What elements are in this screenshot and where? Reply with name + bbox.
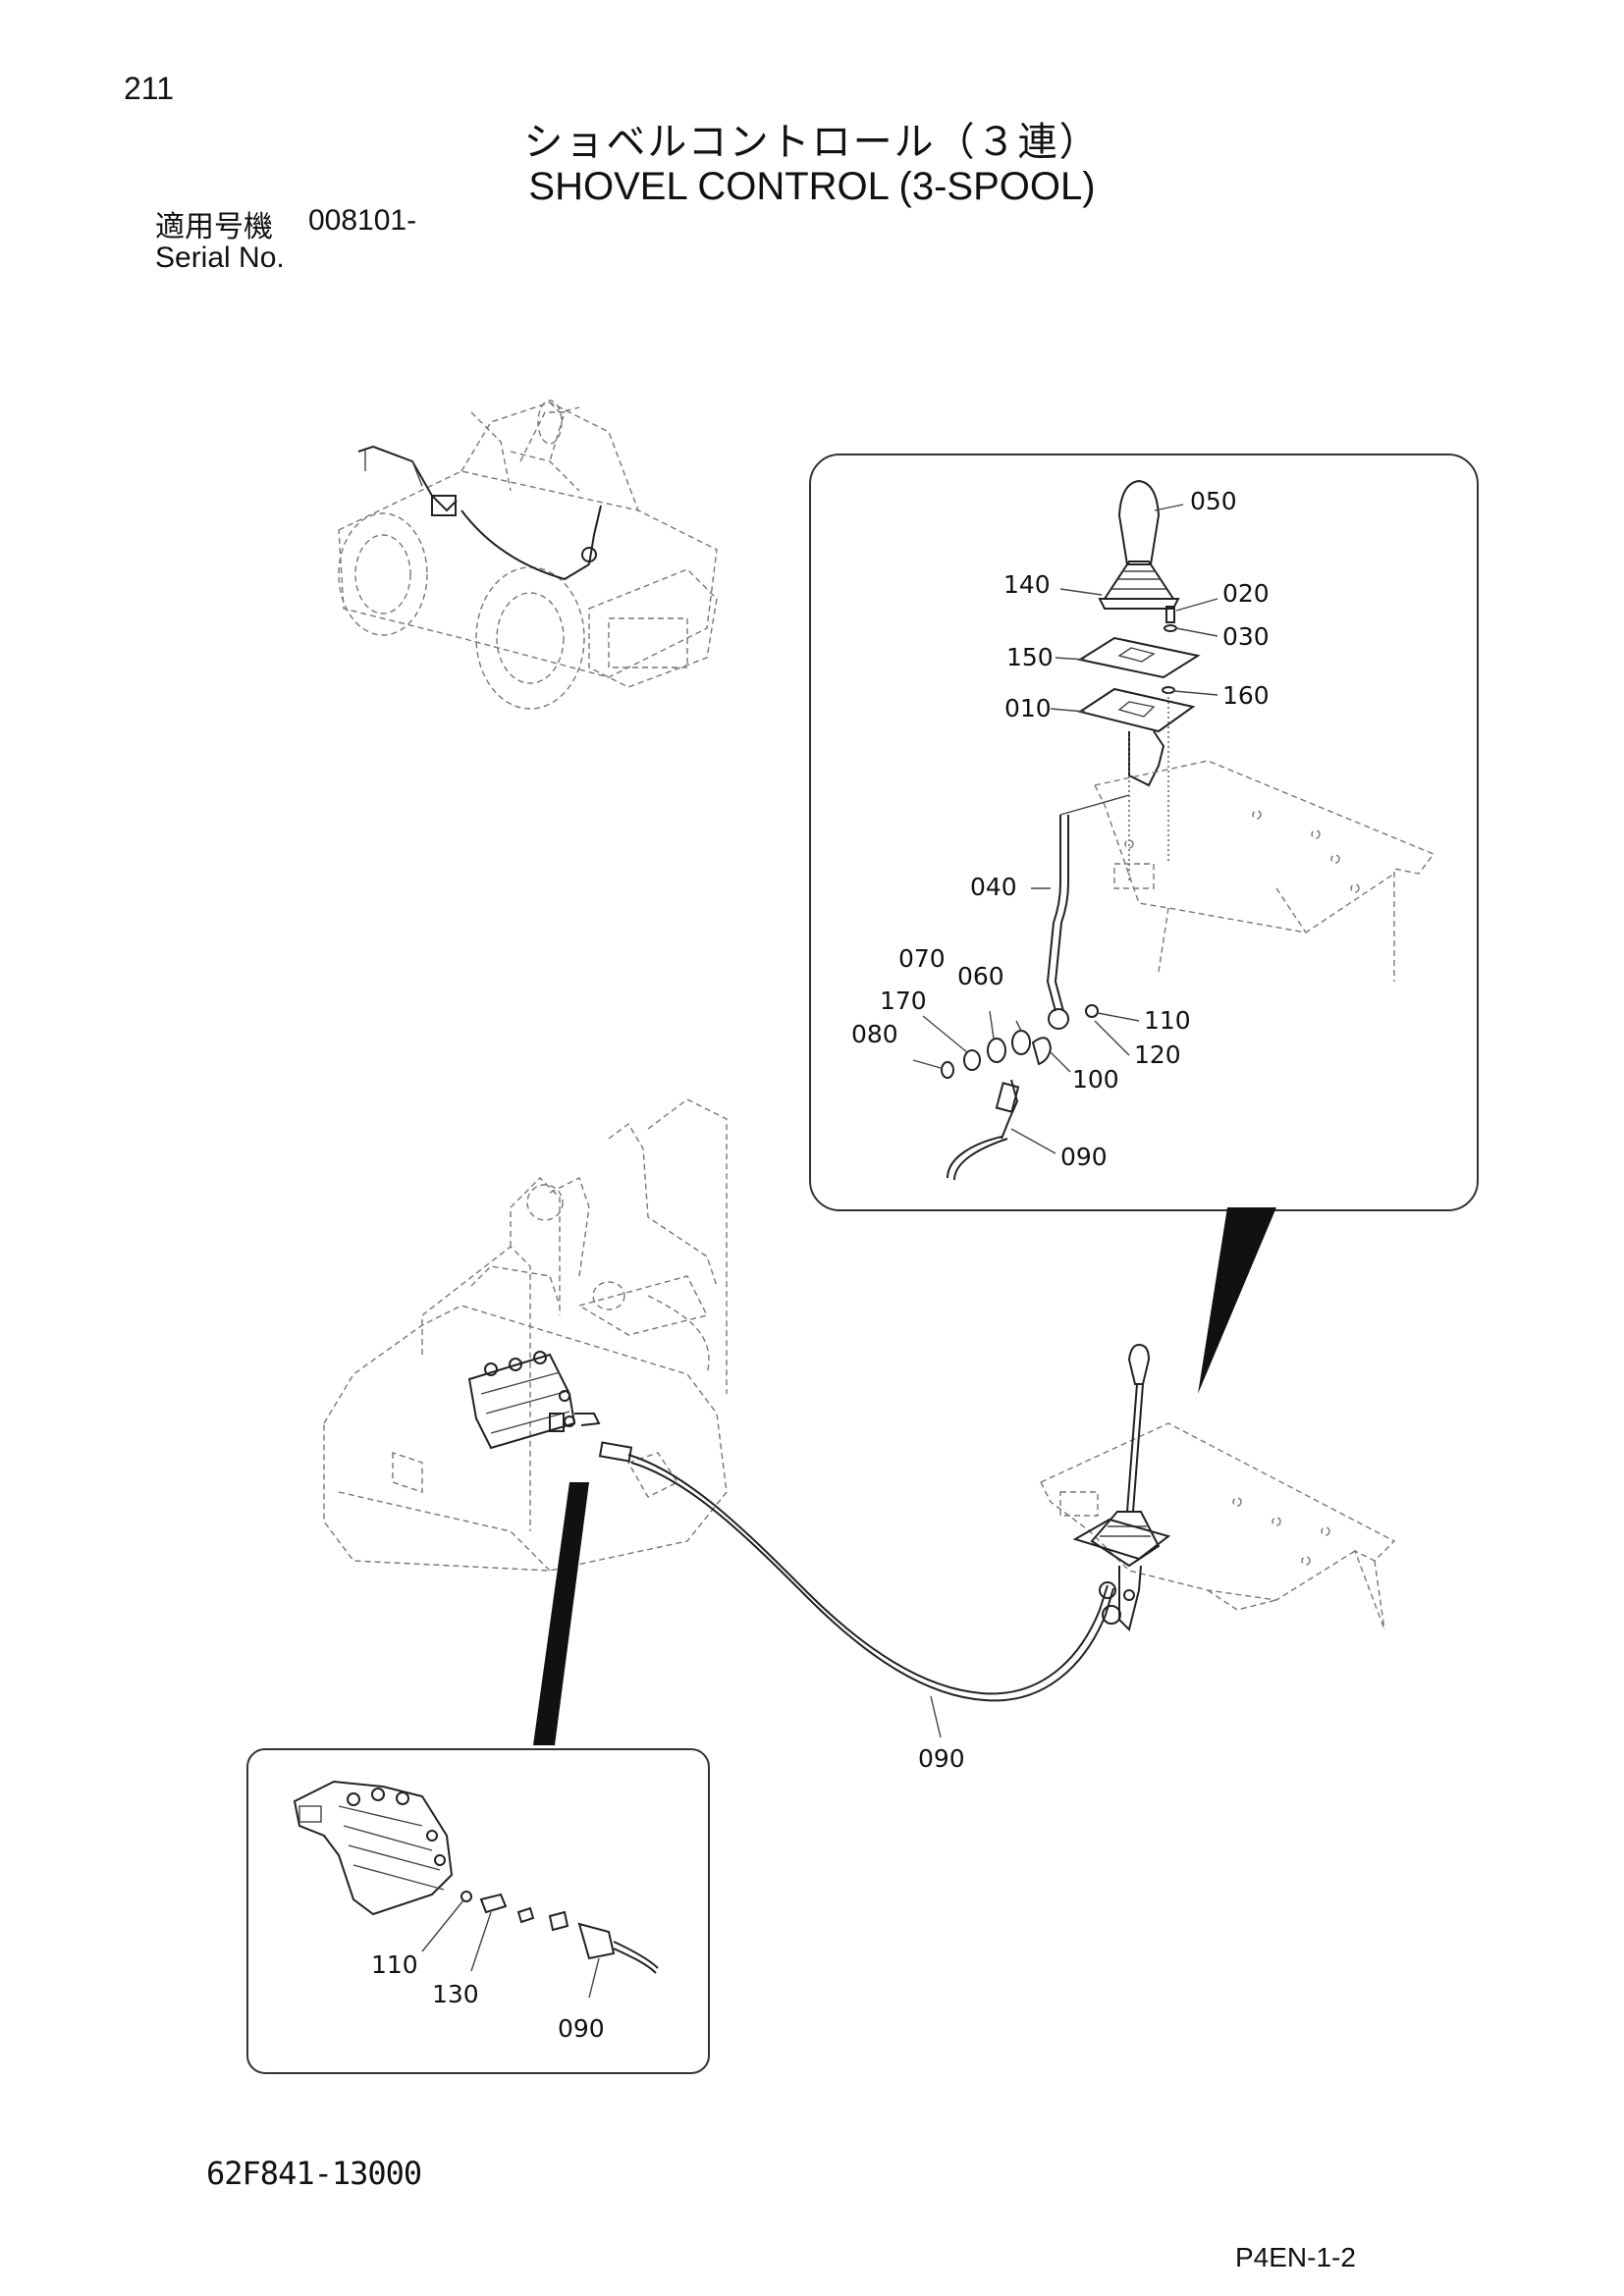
callout-090: 090 <box>1060 1143 1108 1171</box>
page-code: P4EN-1-2 <box>1235 2242 1356 2272</box>
valve-connection-exploded-view <box>293 1780 659 1999</box>
inset-callouts: 110 130 090 <box>371 1950 605 2043</box>
callout-080: 080 <box>851 1020 898 1048</box>
control-lever-exploded-view <box>912 479 1435 1181</box>
callout-090-main: 090 <box>918 1744 965 1773</box>
callout-130-inset: 130 <box>432 1980 479 2008</box>
callout-110: 110 <box>1144 1006 1191 1035</box>
callout-030: 030 <box>1222 622 1270 651</box>
part-number: 62F841-13000 <box>206 2155 422 2192</box>
serial-number-value: 008101- <box>308 204 417 237</box>
callout-170: 170 <box>880 987 927 1015</box>
valve-inset-frame <box>246 1748 710 2074</box>
callout-070: 070 <box>898 944 946 973</box>
main-frame-illustration <box>323 1098 728 1572</box>
callout-110-inset: 110 <box>371 1950 418 1979</box>
detail-pointer-arrow <box>1198 1207 1276 1394</box>
callout-120: 120 <box>1134 1041 1181 1069</box>
callout-140: 140 <box>1003 570 1051 599</box>
callout-060: 060 <box>957 962 1004 990</box>
detail-inset-frame <box>809 454 1479 1211</box>
page-title-japanese: ショベルコントロール（３連） <box>523 120 1101 165</box>
callout-020: 020 <box>1222 579 1270 608</box>
lever-floor-plate-illustration <box>1040 1343 1396 1631</box>
page-title-english: SHOVEL CONTROL (3-SPOOL) <box>528 165 1096 208</box>
machine-overview-illustration <box>338 400 718 710</box>
callout-100: 100 <box>1072 1065 1119 1094</box>
callout-090-inset: 090 <box>558 2014 605 2043</box>
callout-160: 160 <box>1222 681 1270 710</box>
page-number: 211 <box>124 71 175 106</box>
main-cable-090 <box>627 1454 1109 1695</box>
callout-050: 050 <box>1190 487 1237 515</box>
detail-callouts: 050 140 020 030 150 160 010 040 070 060 … <box>851 487 1270 1171</box>
inset-pointer-arrow <box>533 1482 589 1745</box>
callout-150: 150 <box>1006 643 1054 671</box>
callout-010: 010 <box>1004 694 1052 722</box>
serial-label-japanese: 適用号機 <box>155 210 273 244</box>
callout-040: 040 <box>970 873 1017 901</box>
serial-label-english: Serial No. <box>155 241 285 274</box>
